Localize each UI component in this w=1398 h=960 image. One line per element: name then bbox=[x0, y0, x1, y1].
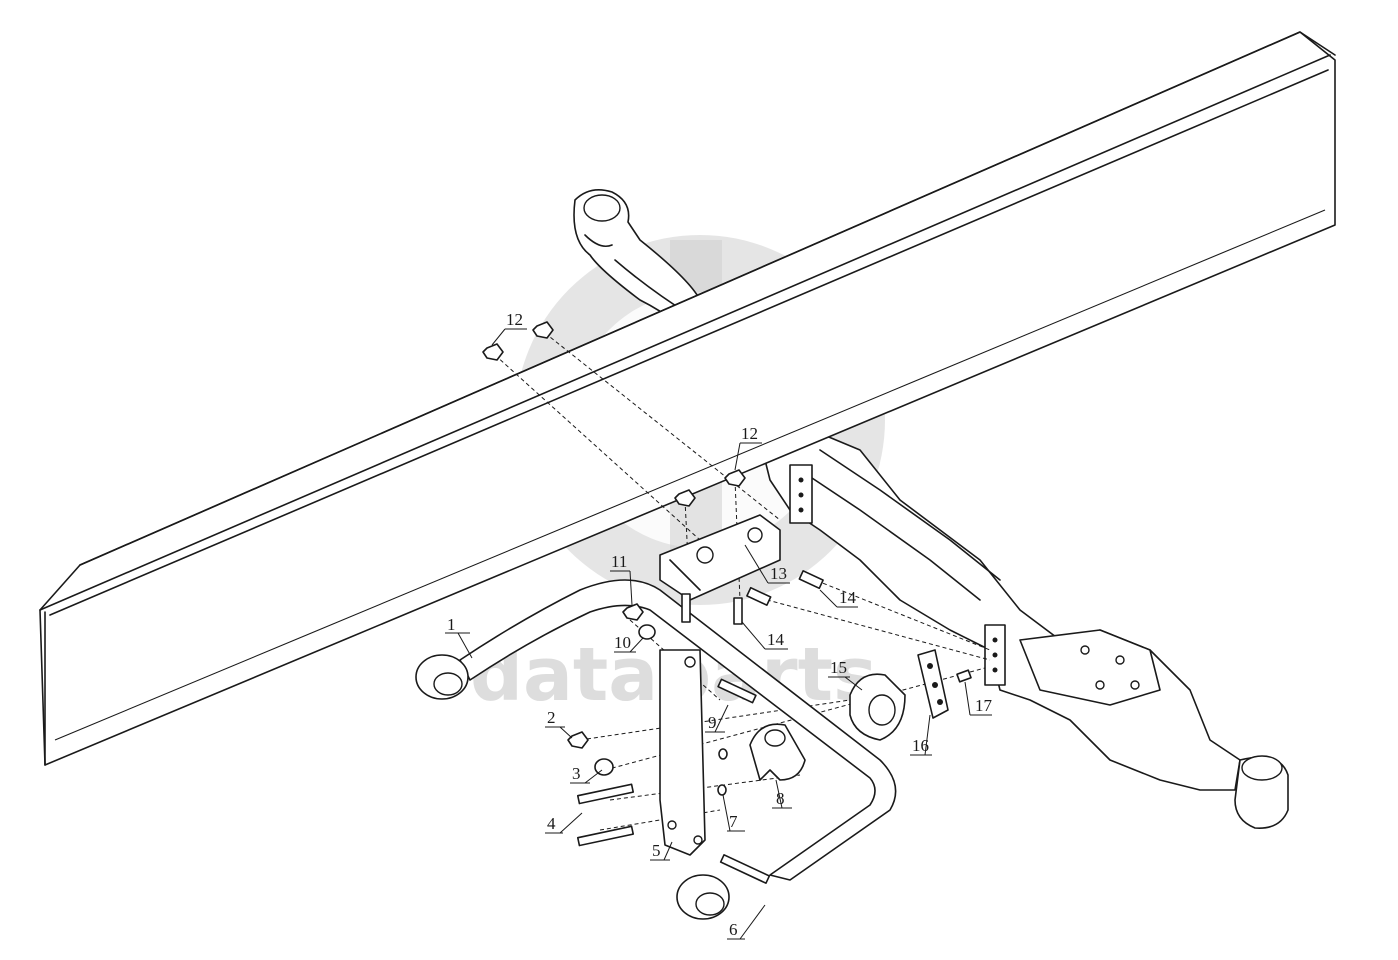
frame-rail bbox=[39, 31, 1336, 766]
callout-4: 4 bbox=[547, 814, 556, 833]
callout-15: 15 bbox=[830, 658, 847, 677]
callout-leaders bbox=[445, 328, 992, 940]
callout-13: 13 bbox=[770, 564, 787, 583]
callout-labels: 1 2 3 4 5 6 7 8 9 10 11 12 12 13 14 14 1… bbox=[447, 310, 993, 939]
callout-14-right: 14 bbox=[839, 588, 857, 607]
callout-7: 7 bbox=[729, 812, 738, 831]
stabilizer-bar bbox=[415, 579, 897, 920]
callout-10: 10 bbox=[614, 633, 631, 652]
callout-11: 11 bbox=[611, 552, 627, 571]
nuts-and-washers bbox=[482, 321, 746, 796]
callout-6: 6 bbox=[729, 920, 738, 939]
plate bbox=[917, 649, 949, 719]
bracket bbox=[659, 514, 781, 601]
callout-2: 2 bbox=[547, 708, 556, 727]
callout-12-mid: 12 bbox=[741, 424, 758, 443]
callout-3: 3 bbox=[572, 764, 581, 783]
callout-9: 9 bbox=[708, 713, 717, 732]
callout-17: 17 bbox=[975, 696, 993, 715]
link-bracket bbox=[659, 649, 706, 856]
callout-14-left: 14 bbox=[767, 630, 785, 649]
pin bbox=[956, 669, 972, 683]
callout-16: 16 bbox=[912, 736, 929, 755]
callout-12-top: 12 bbox=[506, 310, 523, 329]
callout-8: 8 bbox=[776, 789, 785, 808]
bolts bbox=[576, 570, 824, 884]
callout-1: 1 bbox=[447, 615, 456, 634]
clamp bbox=[749, 723, 806, 781]
bush bbox=[849, 673, 906, 741]
callout-5: 5 bbox=[652, 841, 661, 860]
